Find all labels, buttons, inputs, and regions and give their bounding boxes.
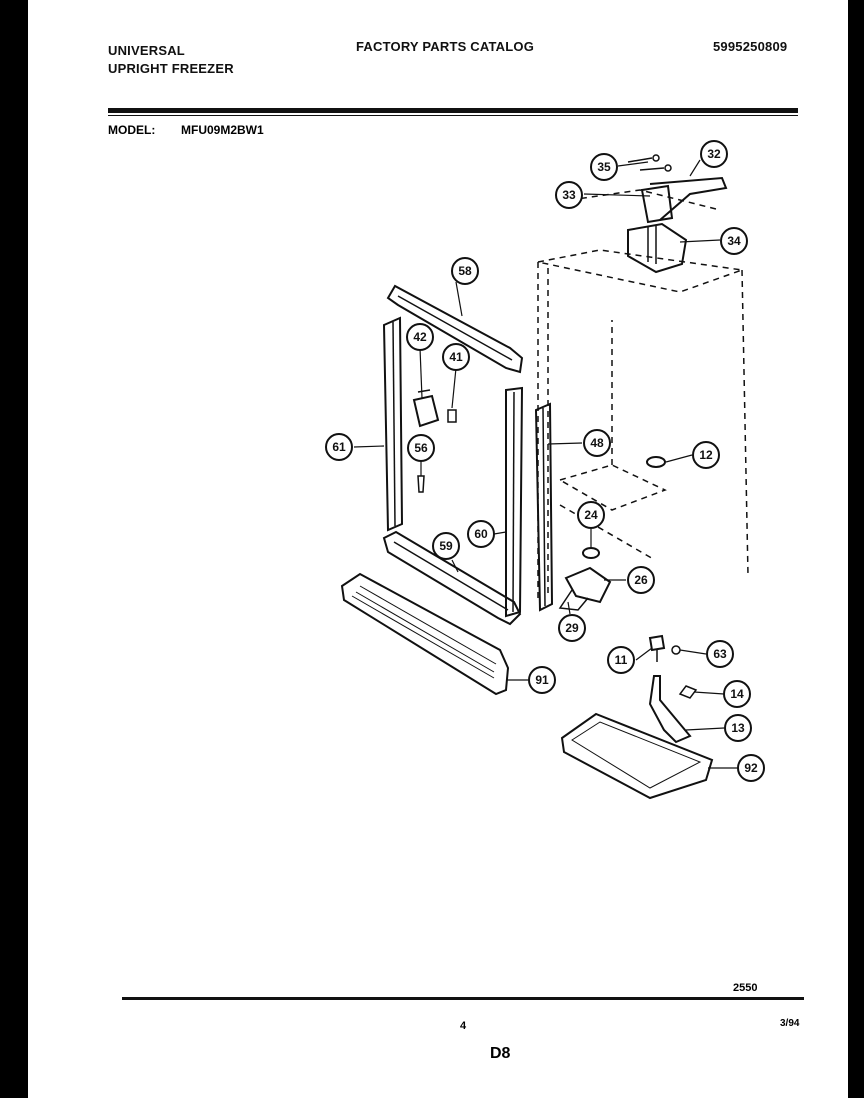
callout-12: 12 <box>692 441 720 469</box>
leader-lines <box>353 159 738 769</box>
callout-35-label: 35 <box>597 160 611 174</box>
callout-29-label: 29 <box>565 621 579 635</box>
footer-rule <box>122 997 804 1000</box>
model-label: MODEL: <box>108 123 156 137</box>
callout-35: 35 <box>590 153 618 181</box>
callout-92: 92 <box>737 754 765 782</box>
part-42-bracket <box>412 394 440 428</box>
revision-date: 3/94 <box>780 1018 800 1029</box>
part-32-bracket <box>649 176 728 221</box>
header-rule-thin <box>108 115 798 116</box>
callout-34: 34 <box>720 227 748 255</box>
callout-58: 58 <box>451 257 479 285</box>
header-rule-thick <box>108 108 798 113</box>
callout-60-label: 60 <box>474 527 488 541</box>
part-26-drain-bracket <box>564 566 612 604</box>
callout-11-label: 11 <box>615 653 628 667</box>
part-91-toe-grille <box>340 572 510 696</box>
callout-60: 60 <box>467 520 495 548</box>
part-13-drain-hose <box>648 675 692 744</box>
callout-56: 56 <box>407 434 435 462</box>
callout-58-label: 58 <box>458 264 472 278</box>
callout-59: 59 <box>432 532 460 560</box>
catalog-title: FACTORY PARTS CATALOG <box>356 39 535 54</box>
callout-33-label: 33 <box>562 188 576 202</box>
brand-line-1: UNIVERSAL <box>108 43 185 58</box>
callout-14: 14 <box>723 680 751 708</box>
callout-24: 24 <box>577 501 605 529</box>
part-58-top-trim <box>386 284 524 374</box>
callout-32-label: 32 <box>707 147 721 161</box>
part-33-hinge <box>640 184 674 224</box>
callout-91: 91 <box>528 666 556 694</box>
callout-91-label: 91 <box>535 673 549 687</box>
callout-32: 32 <box>700 140 728 168</box>
model-number: MFU09M2BW1 <box>181 123 264 137</box>
callout-13: 13 <box>724 714 752 742</box>
part-48-front-trim <box>534 402 554 612</box>
callout-61: 61 <box>325 433 353 461</box>
callout-59-label: 59 <box>439 539 453 553</box>
part-41-clip <box>447 409 457 423</box>
callout-63-label: 63 <box>713 647 727 661</box>
part-61-left-trim <box>382 316 404 532</box>
callout-34-label: 34 <box>727 234 741 248</box>
part-56-screw <box>417 475 425 493</box>
part-12-plug <box>646 456 666 468</box>
callout-41-label: 41 <box>449 350 463 364</box>
part-35-screws <box>627 154 672 172</box>
part-34-hinge-block <box>627 222 688 274</box>
callout-41: 41 <box>442 343 470 371</box>
callout-63: 63 <box>706 640 734 668</box>
page-number: 4 <box>460 1020 467 1032</box>
callout-92-label: 92 <box>744 761 758 775</box>
callout-13-label: 13 <box>731 721 745 735</box>
part-14-clip <box>678 685 698 699</box>
part-92-drain-pan <box>560 712 714 800</box>
callout-12-label: 12 <box>699 448 713 462</box>
callout-29: 29 <box>558 614 586 642</box>
part-63-screw <box>671 645 681 655</box>
cabinet-outline <box>537 189 749 600</box>
brand-line-2: UPRIGHT FREEZER <box>108 61 234 76</box>
scan-border-left <box>0 0 28 1098</box>
callout-11: 11 <box>607 646 635 674</box>
callout-48-label: 48 <box>590 436 604 450</box>
part-24-grommet <box>582 547 600 559</box>
callout-24-label: 24 <box>584 508 598 522</box>
part-11-fitting <box>648 634 666 652</box>
part-59-bottom-trim <box>382 530 522 626</box>
scan-border-right <box>848 0 864 1098</box>
diagram-code: 2550 <box>733 982 758 994</box>
callout-42-label: 42 <box>413 330 427 344</box>
callout-61-label: 61 <box>332 440 346 454</box>
section-code: D8 <box>490 1045 511 1062</box>
catalog-part-number: 5995250809 <box>713 39 788 54</box>
callout-42: 42 <box>406 323 434 351</box>
callout-33: 33 <box>555 181 583 209</box>
callout-26-label: 26 <box>634 573 648 587</box>
callout-56-label: 56 <box>414 441 428 455</box>
callout-14-label: 14 <box>730 687 744 701</box>
callout-48: 48 <box>583 429 611 457</box>
callout-26: 26 <box>627 566 655 594</box>
